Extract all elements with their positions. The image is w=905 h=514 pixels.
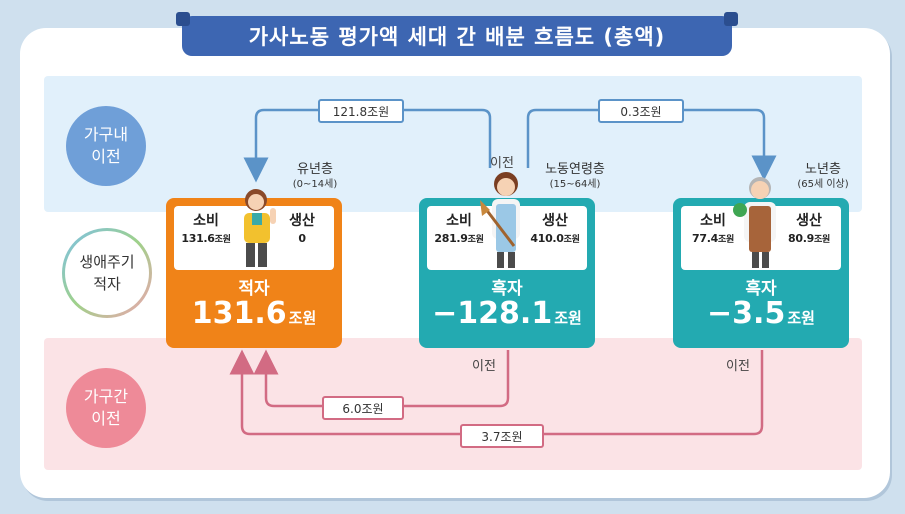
age-group-range: (0~14세)	[292, 179, 338, 190]
row-label-line: 가구간	[83, 387, 129, 406]
consumption-cell: 소비 131.6조원	[180, 212, 232, 249]
balance-number: −128.1	[432, 296, 553, 331]
balance-kind: 흑자	[745, 279, 777, 299]
balance-number: −3.5	[707, 296, 786, 331]
consumption-unit: 조원	[467, 235, 484, 245]
transfer-label-elderly: 이전	[726, 359, 750, 374]
age-group-name: 유년층	[297, 162, 333, 177]
consumption-number: 77.4	[692, 232, 718, 245]
production-number: 0	[298, 232, 306, 245]
consumption-value: 281.9조원	[433, 230, 485, 249]
row-label-lifecycle-deficit: 생애주기 적자	[62, 228, 152, 318]
production-number: 410.0	[530, 232, 564, 245]
consumption-unit: 조원	[214, 235, 231, 245]
consumption-value: 77.4조원	[687, 230, 739, 249]
production-label: 생산	[542, 213, 568, 229]
worker-illustration-icon	[480, 172, 520, 268]
consumption-unit: 조원	[717, 235, 734, 245]
consumption-cell: 소비 281.9조원	[433, 212, 485, 249]
flow-value-inner-to-elderly: 0.3조원	[598, 99, 684, 123]
row-label-line: 가구내	[83, 125, 129, 144]
production-unit: 조원	[563, 235, 580, 245]
balance-kind: 흑자	[491, 279, 523, 299]
transfer-label-worker: 이전	[472, 359, 496, 374]
production-value: 80.9조원	[783, 230, 835, 249]
production-cell: 생산 80.9조원	[783, 212, 835, 249]
consumption-label: 소비	[446, 213, 472, 229]
row-label-line: 이전	[91, 147, 121, 166]
balance-unit: 조원	[288, 309, 317, 327]
consumption-value: 131.6조원	[180, 230, 232, 249]
child-illustration-icon	[244, 189, 276, 267]
age-group-range: (15~64세)	[549, 179, 601, 190]
row-label-line: 생애주기	[79, 253, 135, 271]
age-label-elderly: 노년층 (65세 이상)	[788, 162, 858, 191]
production-cell: 생산 410.0조원	[529, 212, 581, 249]
arrow-between-elderly-to-youth	[229, 349, 764, 436]
household-inner-transfer-band	[44, 76, 862, 212]
age-label-youth: 유년층 (0~14세)	[280, 162, 350, 191]
production-label: 생산	[289, 213, 315, 229]
production-cell: 생산 0	[276, 212, 328, 249]
consumption-number: 281.9	[434, 232, 468, 245]
balance-unit: 조원	[787, 309, 815, 327]
row-label-line: 이전	[91, 409, 121, 428]
row-label-between-household: 가구간 이전	[66, 368, 146, 448]
consumption-number: 131.6	[181, 232, 215, 245]
consumption-label: 소비	[193, 213, 219, 229]
consumption-label: 소비	[700, 213, 726, 229]
age-label-worker: 노동연령층 (15~64세)	[532, 162, 618, 191]
flow-value-between-elderly-to-youth: 3.7조원	[460, 424, 544, 448]
age-group-range: (65세 이상)	[797, 179, 849, 190]
balance-number: 131.6	[191, 296, 287, 331]
row-label-household-inner: 가구내 이전	[66, 106, 146, 186]
production-unit: 조원	[813, 235, 830, 245]
production-number: 80.9	[788, 232, 814, 245]
balance-unit: 조원	[554, 309, 582, 327]
production-value: 410.0조원	[529, 230, 581, 249]
elderly-illustration-icon	[733, 177, 776, 268]
balance-kind: 적자	[238, 279, 270, 299]
flow-value-between-worker-to-youth: 6.0조원	[322, 396, 404, 420]
between-household-transfer-band	[44, 338, 862, 470]
flow-value-inner-to-youth: 121.8조원	[318, 99, 404, 123]
diagram-title: 가사노동 평가액 세대 간 배분 흐름도 (총액)	[176, 12, 738, 56]
production-label: 생산	[796, 213, 822, 229]
transfer-label-inner: 이전	[490, 156, 514, 171]
production-value: 0	[276, 230, 328, 249]
age-group-name: 노동연령층	[545, 162, 605, 177]
row-label-line: 적자	[93, 275, 121, 293]
age-group-name: 노년층	[805, 162, 841, 177]
consumption-cell: 소비 77.4조원	[687, 212, 739, 249]
